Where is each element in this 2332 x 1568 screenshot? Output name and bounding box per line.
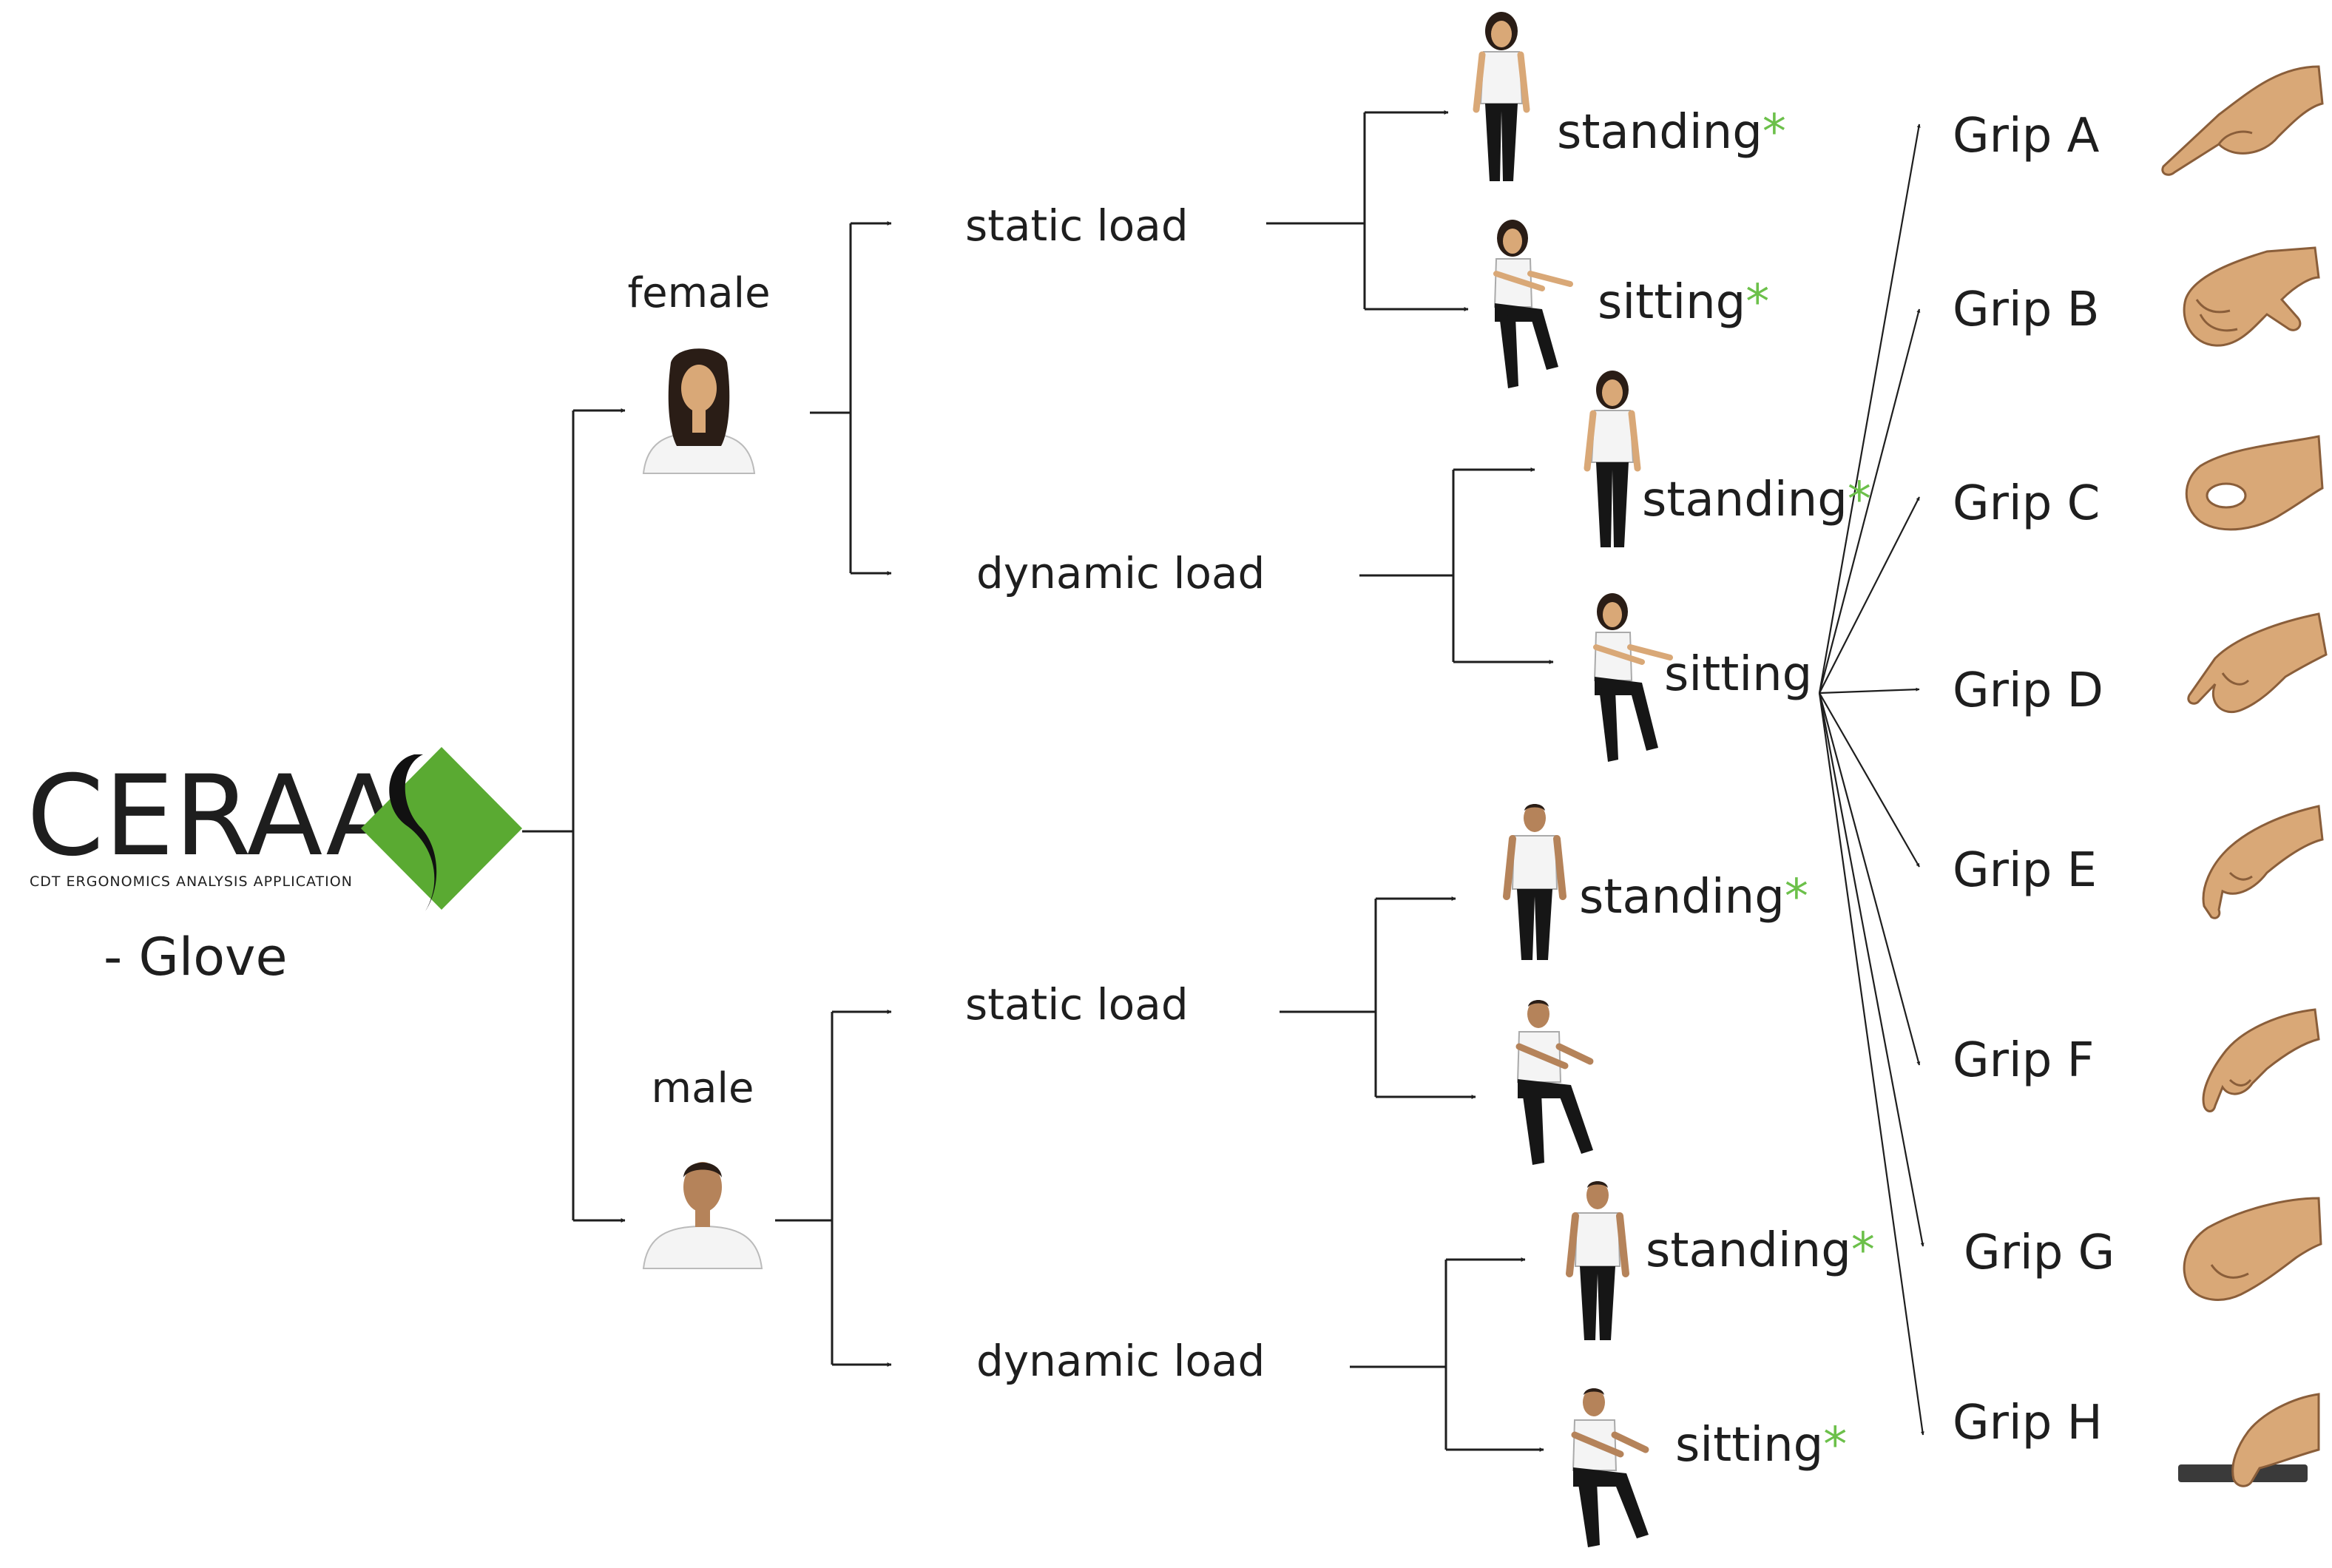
grip-c-label: Grip C — [1953, 476, 2100, 531]
green-star: * — [1745, 275, 1769, 330]
female-static-load-label: static load — [965, 200, 1189, 251]
posture-labels: standing* sitting* standing* sitting sta… — [1557, 105, 1875, 1473]
standing-female-figure — [1473, 12, 1530, 181]
sitting-male-figure — [1515, 1000, 1594, 1165]
posture-label: sitting* — [1675, 1418, 1847, 1473]
posture-label: sitting — [1664, 647, 1812, 702]
grip-f-label: Grip F — [1953, 1033, 2094, 1088]
female-avatar — [642, 348, 756, 474]
grip-labels: Grip A Grip B Grip C Grip D Grip E Grip … — [1953, 109, 2115, 1450]
male-avatar — [642, 1162, 763, 1269]
female-dynamic-load-label: dynamic load — [976, 548, 1265, 598]
green-star: * — [1785, 870, 1808, 925]
posture-label: sitting* — [1598, 275, 1769, 330]
grip-e-hand-icon — [2202, 805, 2324, 919]
ceraa-logo: CERAA CDT ERGONOMICS ANALYSIS APPLICATIO… — [27, 747, 522, 987]
posture-label: standing* — [1642, 473, 1871, 527]
standing-male-figure — [1566, 1181, 1629, 1340]
gender-labels: female male — [627, 269, 770, 1112]
grip-g-hand-icon — [2183, 1197, 2322, 1301]
grip-h-hand-icon — [2178, 1393, 2320, 1487]
green-star: * — [1851, 1223, 1875, 1278]
green-star: * — [1762, 105, 1786, 160]
standing-female-figure — [1584, 371, 1641, 547]
grip-b-label: Grip B — [1953, 283, 2100, 337]
grip-d-hand-icon — [2187, 612, 2328, 714]
green-star: * — [1848, 473, 1871, 527]
standing-male-figure — [1503, 804, 1567, 960]
grip-fan-arrows — [1818, 124, 1924, 1436]
grip-f-hand-icon — [2202, 1008, 2320, 1112]
female-label: female — [627, 269, 770, 317]
grip-d-label: Grip D — [1953, 663, 2103, 718]
green-star: * — [1823, 1418, 1847, 1473]
male-dynamic-load-label: dynamic load — [976, 1336, 1265, 1386]
grip-h-label: Grip H — [1953, 1396, 2103, 1450]
logo-tagline: CDT ERGONOMICS ANALYSIS APPLICATION — [30, 873, 353, 890]
sitting-female-figure — [1593, 593, 1673, 762]
grip-a-label: Grip A — [1953, 109, 2100, 163]
posture-label: standing* — [1557, 105, 1786, 160]
posture-label: standing* — [1579, 870, 1808, 925]
grip-g-label: Grip G — [1964, 1226, 2115, 1280]
logo-silhouette-icon — [389, 754, 437, 911]
load-labels: static load dynamic load static load dyn… — [965, 200, 1265, 1386]
male-static-load-label: static load — [965, 979, 1189, 1030]
grip-c-hand-icon — [2185, 435, 2324, 531]
sitting-female-figure — [1493, 220, 1573, 388]
grip-b-hand-icon — [2183, 246, 2320, 347]
logo-subtitle: - Glove — [104, 927, 288, 987]
male-label: male — [652, 1064, 754, 1112]
tree-connectors — [522, 110, 1554, 1452]
grip-a-hand-icon — [2161, 65, 2324, 176]
posture-label: standing* — [1646, 1223, 1875, 1278]
logo-wordmark: CERAA — [27, 752, 402, 881]
grip-e-label: Grip E — [1953, 843, 2097, 898]
sitting-male-figure — [1571, 1388, 1649, 1547]
